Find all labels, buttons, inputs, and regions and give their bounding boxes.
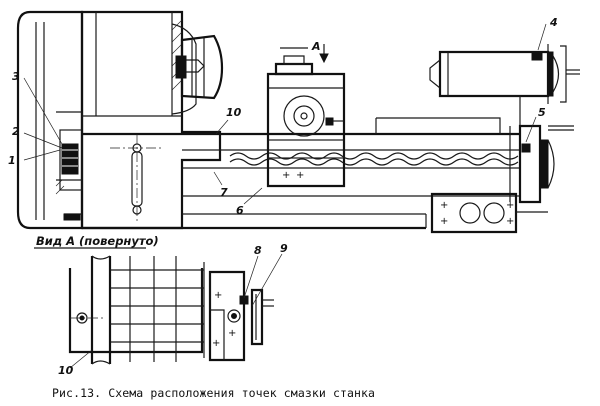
callout-6: 6 [236, 204, 244, 217]
view-a-label: А [311, 40, 321, 53]
gear-box: + + + + [430, 192, 548, 234]
svg-text:+: + [506, 200, 514, 211]
headstock-hatch [171, 19, 183, 91]
figure-caption: Рис.13. Схема расположения точек смазки … [52, 386, 376, 400]
svg-text:+: + [506, 216, 514, 227]
gear-hatch [55, 179, 65, 195]
gear-block [61, 143, 79, 175]
main-view: + + [8, 10, 580, 234]
callout-10-bottom: 10 [58, 364, 74, 377]
callout-9: 9 [280, 242, 288, 255]
lathe-bed [82, 117, 520, 230]
callout-8: 8 [254, 244, 262, 257]
svg-text:+: + [440, 200, 448, 211]
svg-text:+: + [228, 328, 236, 339]
callout-2: 2 [12, 125, 20, 138]
view-a-leaders [69, 253, 283, 369]
svg-text:+: + [282, 170, 290, 181]
carriage: + + [266, 47, 346, 188]
callout-5: 5 [538, 106, 546, 119]
view-a: Вид А (повернуто) [34, 234, 288, 377]
speed-lever [110, 134, 164, 222]
svg-text:+: + [296, 170, 304, 181]
chuck [175, 34, 224, 100]
callout-10-top: 10 [226, 106, 242, 119]
tailstock [429, 44, 580, 126]
feed-box-view: + + + [208, 270, 274, 362]
view-a-indicator [319, 44, 329, 64]
svg-text:+: + [212, 338, 220, 349]
end-bearing [509, 124, 574, 204]
svg-text:+: + [440, 216, 448, 227]
view-a-title: Вид А (повернуто) [36, 234, 159, 248]
gear-train [55, 111, 83, 221]
svg-text:+: + [214, 290, 222, 301]
callout-leaders [23, 23, 547, 205]
callout-3: 3 [12, 70, 20, 83]
callout-7: 7 [220, 186, 228, 199]
callout-1: 1 [8, 154, 16, 167]
callout-4: 4 [549, 16, 558, 29]
apron-view [68, 255, 205, 365]
headstock-cover [16, 10, 84, 230]
lead-screw [229, 152, 519, 166]
